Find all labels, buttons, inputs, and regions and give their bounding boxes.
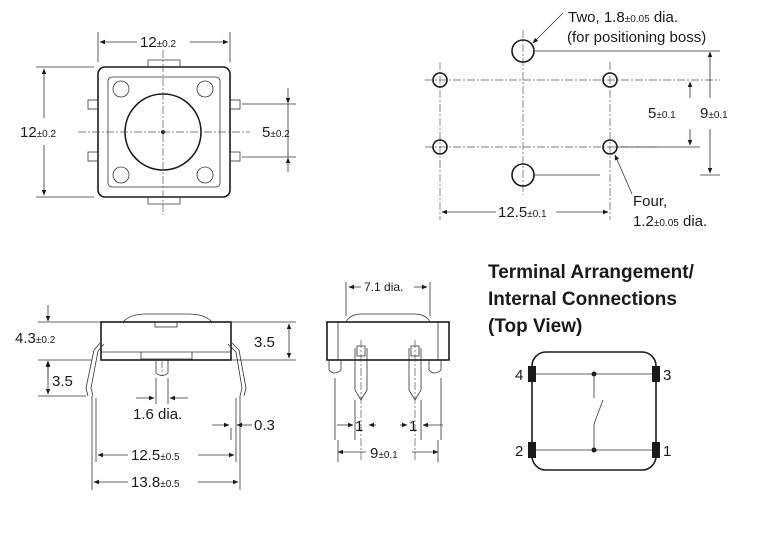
boss-top-right (196, 80, 214, 98)
front-body (326, 321, 450, 361)
terminal-4-pad (528, 366, 536, 382)
pin-4-label: 4 (515, 367, 523, 384)
left-pin-label: 1 (355, 418, 363, 435)
small-pitch-label: 5±0.1 (648, 105, 676, 122)
side-height-label: 4.3±0.2 (15, 330, 56, 347)
hole-bottom-left (432, 139, 448, 155)
front-view: 7.1 dia. 1 1 9±0.1 (326, 280, 450, 462)
leg-length-label: 3.5 (52, 373, 73, 390)
pin-thickness-label: 0.3 (254, 417, 275, 434)
pin-stub-right-top (229, 99, 241, 110)
pin-stub-left-top (87, 99, 99, 110)
side-body (100, 321, 232, 361)
schematic-outline (531, 351, 657, 471)
boss-top-left (112, 80, 130, 98)
plunger-dia-label: 7.1 dia. (364, 280, 403, 294)
terminal-arrangement: Terminal Arrangement/ Internal Connectio… (488, 262, 695, 471)
boss-bottom-right (196, 166, 214, 184)
plunger-cap (122, 313, 213, 323)
hole-note-line1: Four, (633, 193, 667, 210)
right-pin-label: 1 (409, 418, 417, 435)
large-pitch-label: 9±0.1 (700, 105, 728, 122)
top-height-label: 12±0.2 (20, 124, 57, 141)
hole-top-right (602, 72, 618, 88)
terminal-title-line2: Internal Connections (488, 289, 677, 310)
boss-bottom-left (112, 166, 130, 184)
terminal-2-pad (528, 442, 536, 458)
left-leg (85, 341, 105, 397)
pin-pitch-label: 5±0.2 (262, 124, 290, 141)
right-leg (227, 341, 247, 397)
inner-span-label: 12.5±0.5 (131, 447, 180, 464)
h-pitch-label: 12.5±0.1 (498, 204, 547, 221)
pin-3-label: 3 (663, 367, 671, 384)
switch-contact (593, 399, 604, 425)
terminal-title-line3: (Top View) (488, 316, 582, 337)
terminal-title-line1: Terminal Arrangement/ (488, 262, 695, 283)
boss-note-line1: Two, 1.8±0.05 dia. (568, 9, 678, 26)
pin-dia-label: 1.6 dia. (133, 406, 182, 423)
side-right-height-label: 3.5 (254, 334, 275, 351)
side-center-pin (155, 360, 169, 376)
boss-note-line2: (for positioning boss) (567, 29, 706, 46)
front-plunger (345, 313, 431, 323)
pin-stub-right-bottom (229, 151, 241, 162)
pcb-layout: Two, 1.8±0.05 dia. (for positioning boss… (425, 9, 728, 230)
top-width-label: 12±0.2 (140, 34, 177, 51)
hole-note-line2: 1.2±0.05 dia. (633, 213, 707, 230)
top-tab (147, 59, 181, 67)
front-pitch-label: 9±0.1 (370, 445, 398, 462)
pin-1-label: 1 (663, 443, 671, 460)
terminal-3-pad (652, 366, 660, 382)
pin-2-label: 2 (515, 443, 523, 460)
bottom-tab (147, 197, 181, 205)
hole-top-left (432, 72, 448, 88)
outer-span-label: 13.8±0.5 (131, 474, 180, 491)
side-view: 4.3±0.2 3.5 3.5 1.6 dia. 0.3 12.5±0.5 13… (15, 305, 296, 491)
top-view: 12±0.2 12±0.2 5±0.2 (20, 32, 296, 215)
terminal-1-pad (652, 442, 660, 458)
pin-stub-left-bottom (87, 151, 99, 162)
